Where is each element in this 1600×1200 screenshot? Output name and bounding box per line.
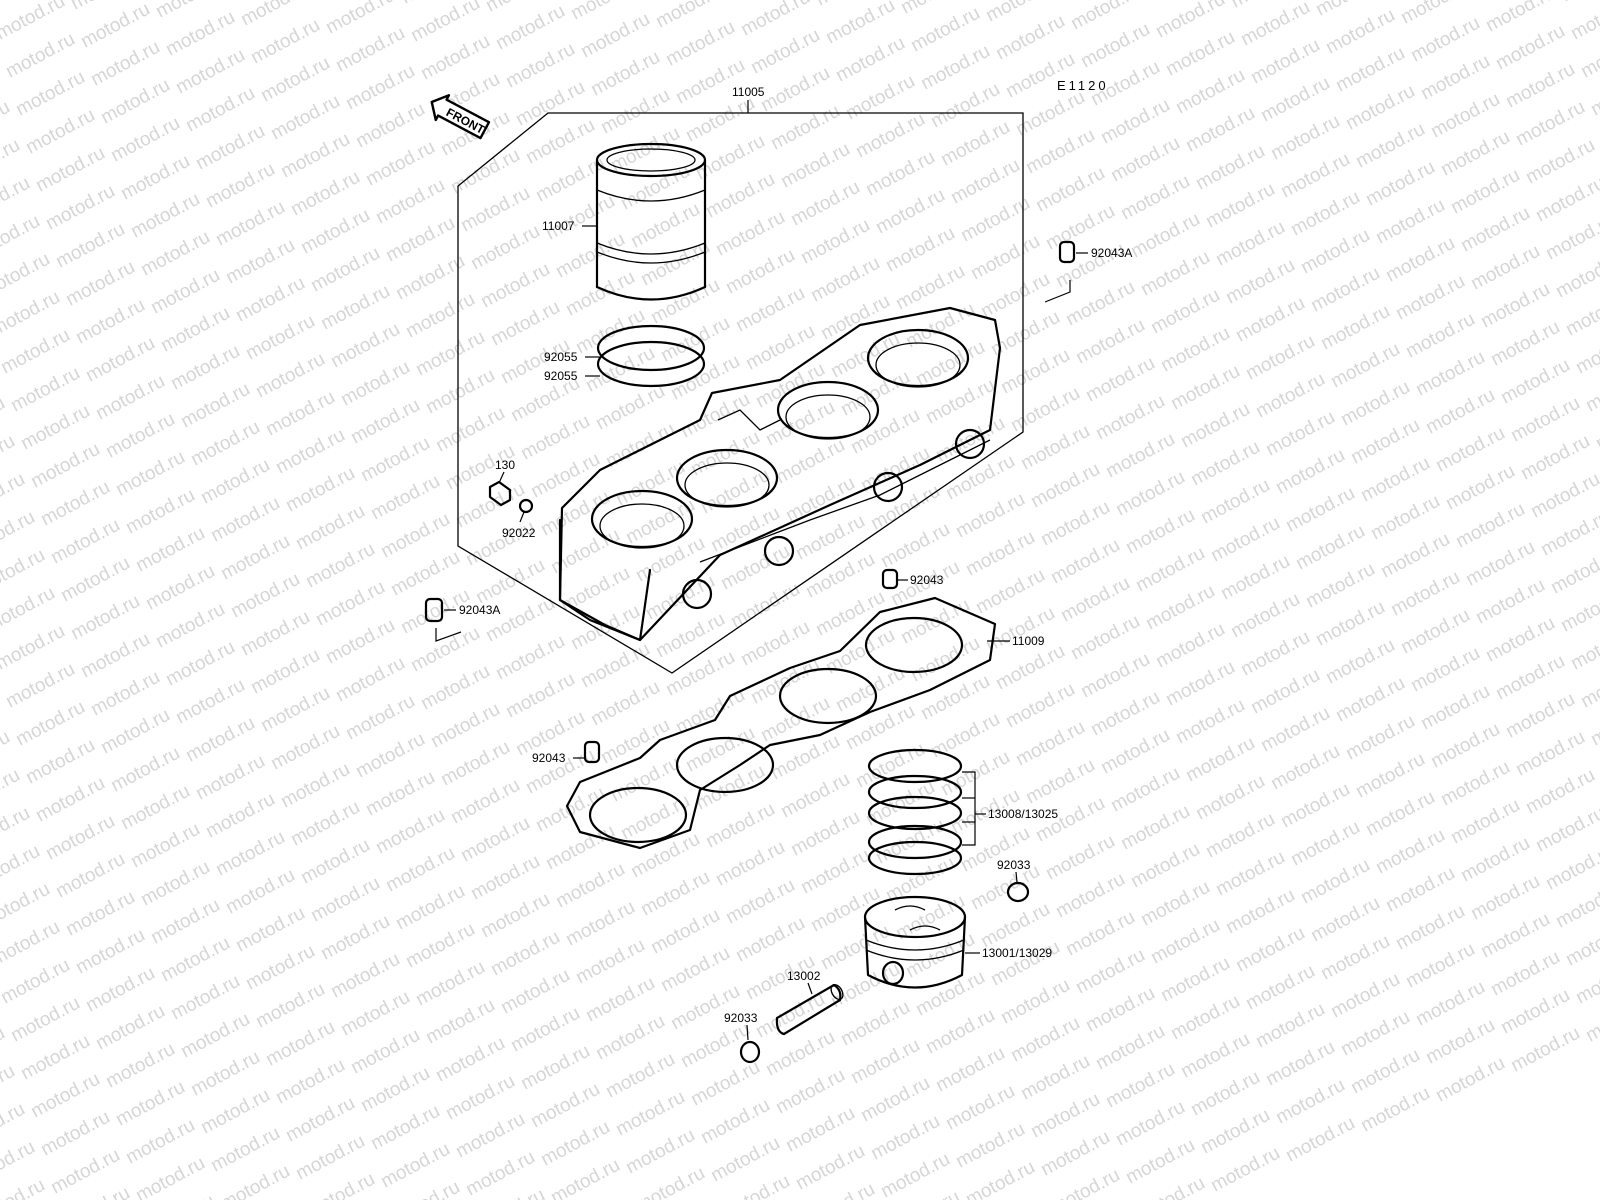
piston-pin [775,983,844,1036]
dowel-pin-right [1058,240,1076,264]
label-dowel-lower: 92043 [532,751,566,765]
label-circlip-left: 92033 [724,1011,758,1025]
label-dowel-right: 92043A [1091,246,1132,260]
base-gasket [565,596,997,850]
cylinder-block-frame [457,100,1024,674]
o-ring-pair [596,324,706,388]
label-cylinder-sleeve: 11007 [542,219,575,233]
label-washer: 92022 [502,526,536,540]
watermark-text: motod.ru [0,1175,49,1200]
label-piston-rings: 13008/13025 [988,807,1058,821]
washer [518,498,534,514]
label-piston-pin: 13002 [787,969,821,983]
piston-ring-set [867,748,963,876]
cylinder-sleeve [595,142,707,301]
label-piston: 13001/13029 [982,946,1052,960]
watermark-text: motod.ru [1567,0,1600,44]
circlip-left [739,1040,761,1064]
label-cylinder-block: 11005 [732,85,765,99]
dowel-pin-left [424,597,444,623]
label-plug-bolt: 130 [495,458,515,472]
label-dowel-left: 92043A [459,603,500,617]
dowel-pin-lower [583,740,601,764]
label-circlip-right: 92033 [997,858,1031,872]
label-o-ring-upper: 92055 [544,350,578,364]
circlip-right [1006,881,1030,903]
label-dowel-center: 92043 [910,573,944,587]
label-base-gasket: 11009 [1012,634,1045,648]
dowel-pin-center [881,568,899,590]
diagram-code: E1120 [1057,78,1109,93]
label-o-ring-lower: 92055 [544,369,578,383]
piston [863,895,967,989]
cylinder-block [558,306,1002,642]
watermark-text: motod.ru [1557,0,1600,6]
